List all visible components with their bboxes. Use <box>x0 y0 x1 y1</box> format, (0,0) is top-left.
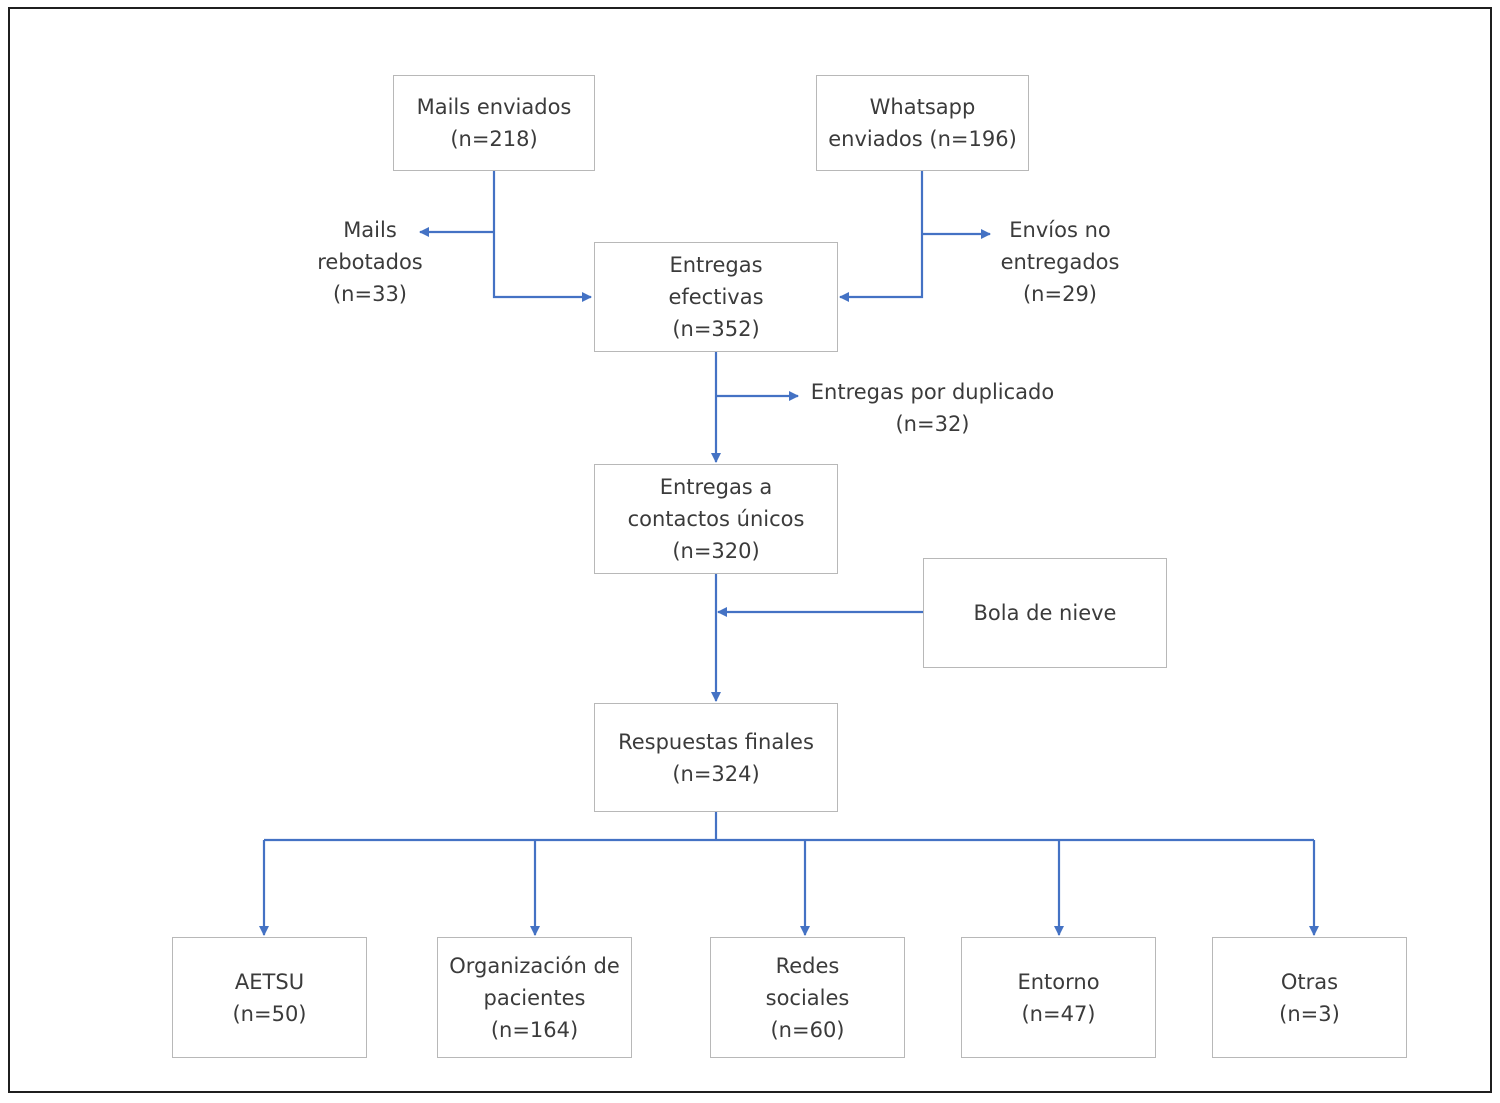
diagram-frame <box>8 7 1492 1093</box>
box-line: AETSU <box>234 969 305 994</box>
box-line: Organización de <box>449 953 620 978</box>
box-line: (n=3) <box>1279 1001 1340 1026</box>
box-entorno: Entorno (n=47) <box>961 937 1156 1058</box>
box-line: efectivas <box>668 285 764 309</box>
box-line: (n=320) <box>672 539 760 563</box>
box-line: (n=324) <box>672 761 760 786</box>
box-whatsapp-enviados: Whatsapp enviados (n=196) <box>816 75 1029 171</box>
label-line: (n=29) <box>1022 282 1097 306</box>
label-line: Envíos no <box>1009 218 1111 242</box>
box-entregas-efectivas: Entregas efectivas (n=352) <box>594 242 838 352</box>
box-line: (n=47) <box>1021 1001 1096 1026</box>
arrow-mails-to-entregas <box>492 171 592 302</box>
box-line: Entregas <box>669 253 763 277</box>
arrow-whatsapp-to-entregas <box>839 171 924 302</box>
box-line: Entregas a <box>659 475 773 499</box>
box-line: sociales <box>765 985 850 1010</box>
box-line: (n=60) <box>770 1017 845 1042</box>
box-line: (n=352) <box>672 317 760 341</box>
box-line: Entorno <box>1017 969 1100 994</box>
box-entregas-contactos-unicos: Entregas a contactos únicos (n=320) <box>594 464 838 574</box>
label-line: (n=32) <box>895 412 970 436</box>
label-envios-no-entregados: Envíos no entregados (n=29) <box>980 214 1140 310</box>
box-line: contactos únicos <box>627 507 805 531</box>
box-organizacion-pacientes: Organización de pacientes (n=164) <box>437 937 632 1058</box>
box-line: Whatsapp <box>869 95 976 119</box>
box-redes-sociales: Redes sociales (n=60) <box>710 937 905 1058</box>
box-line: (n=218) <box>450 127 538 151</box>
box-line: Otras <box>1280 969 1339 994</box>
box-otras: Otras (n=3) <box>1212 937 1407 1058</box>
box-line: Bola de nieve <box>973 601 1117 625</box>
label-line: rebotados <box>317 250 423 274</box>
label-entregas-duplicado: Entregas por duplicado (n=32) <box>800 376 1065 440</box>
label-mails-rebotados: Mails rebotados (n=33) <box>290 214 450 310</box>
box-bola-de-nieve: Bola de nieve <box>923 558 1167 668</box>
box-line: (n=164) <box>490 1017 579 1042</box>
label-line: Entregas por duplicado <box>810 380 1055 404</box>
box-line: Redes <box>775 953 840 978</box>
box-respuestas-finales: Respuestas finales (n=324) <box>594 703 838 812</box>
label-line: (n=33) <box>332 282 407 306</box>
box-aetsu: AETSU (n=50) <box>172 937 367 1058</box>
box-line: Respuestas finales <box>618 729 814 754</box>
box-line: Mails enviados <box>416 95 572 119</box>
box-mails-enviados: Mails enviados (n=218) <box>393 75 595 171</box>
box-line: (n=50) <box>232 1001 307 1026</box>
label-line: entregados <box>1000 250 1120 274</box>
box-line: pacientes <box>483 985 586 1010</box>
box-line: enviados (n=196) <box>828 127 1017 151</box>
label-line: Mails <box>343 218 397 242</box>
